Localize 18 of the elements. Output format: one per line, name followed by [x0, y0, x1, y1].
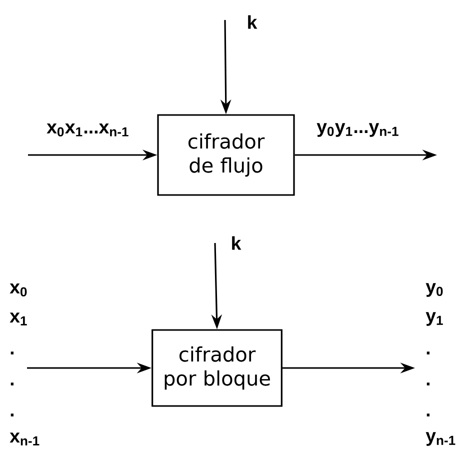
process-box: cifrador por bloque: [152, 329, 282, 407]
edge-label: k: [248, 15, 258, 29]
edge-label: k: [232, 236, 242, 250]
signal-label: .: [10, 382, 14, 386]
signal-label: .: [10, 414, 14, 416]
signal-label: x$_{0}$: [10, 284, 27, 296]
signal-label: x$_{1}$: [10, 312, 27, 326]
signal-label: .: [426, 414, 430, 416]
process-box: cifrador de flujo: [157, 114, 295, 196]
signal-label: y$_{1}$: [426, 312, 443, 326]
edge-label: y$_{0}$y$_{1}$...y$_{n-1}$: [316, 123, 398, 137]
signal-label: .: [10, 352, 14, 354]
signal-label: y$_{0}$: [426, 283, 443, 297]
signal-label: x$_{n-1}$: [10, 432, 40, 446]
signal-label: .: [426, 352, 430, 354]
signal-label: y$_{n-1}$: [426, 432, 456, 446]
edge-label: x$_{0}$x$_{1}$...x$_{n-1}$: [46, 124, 128, 136]
signal-label: .: [426, 382, 430, 386]
